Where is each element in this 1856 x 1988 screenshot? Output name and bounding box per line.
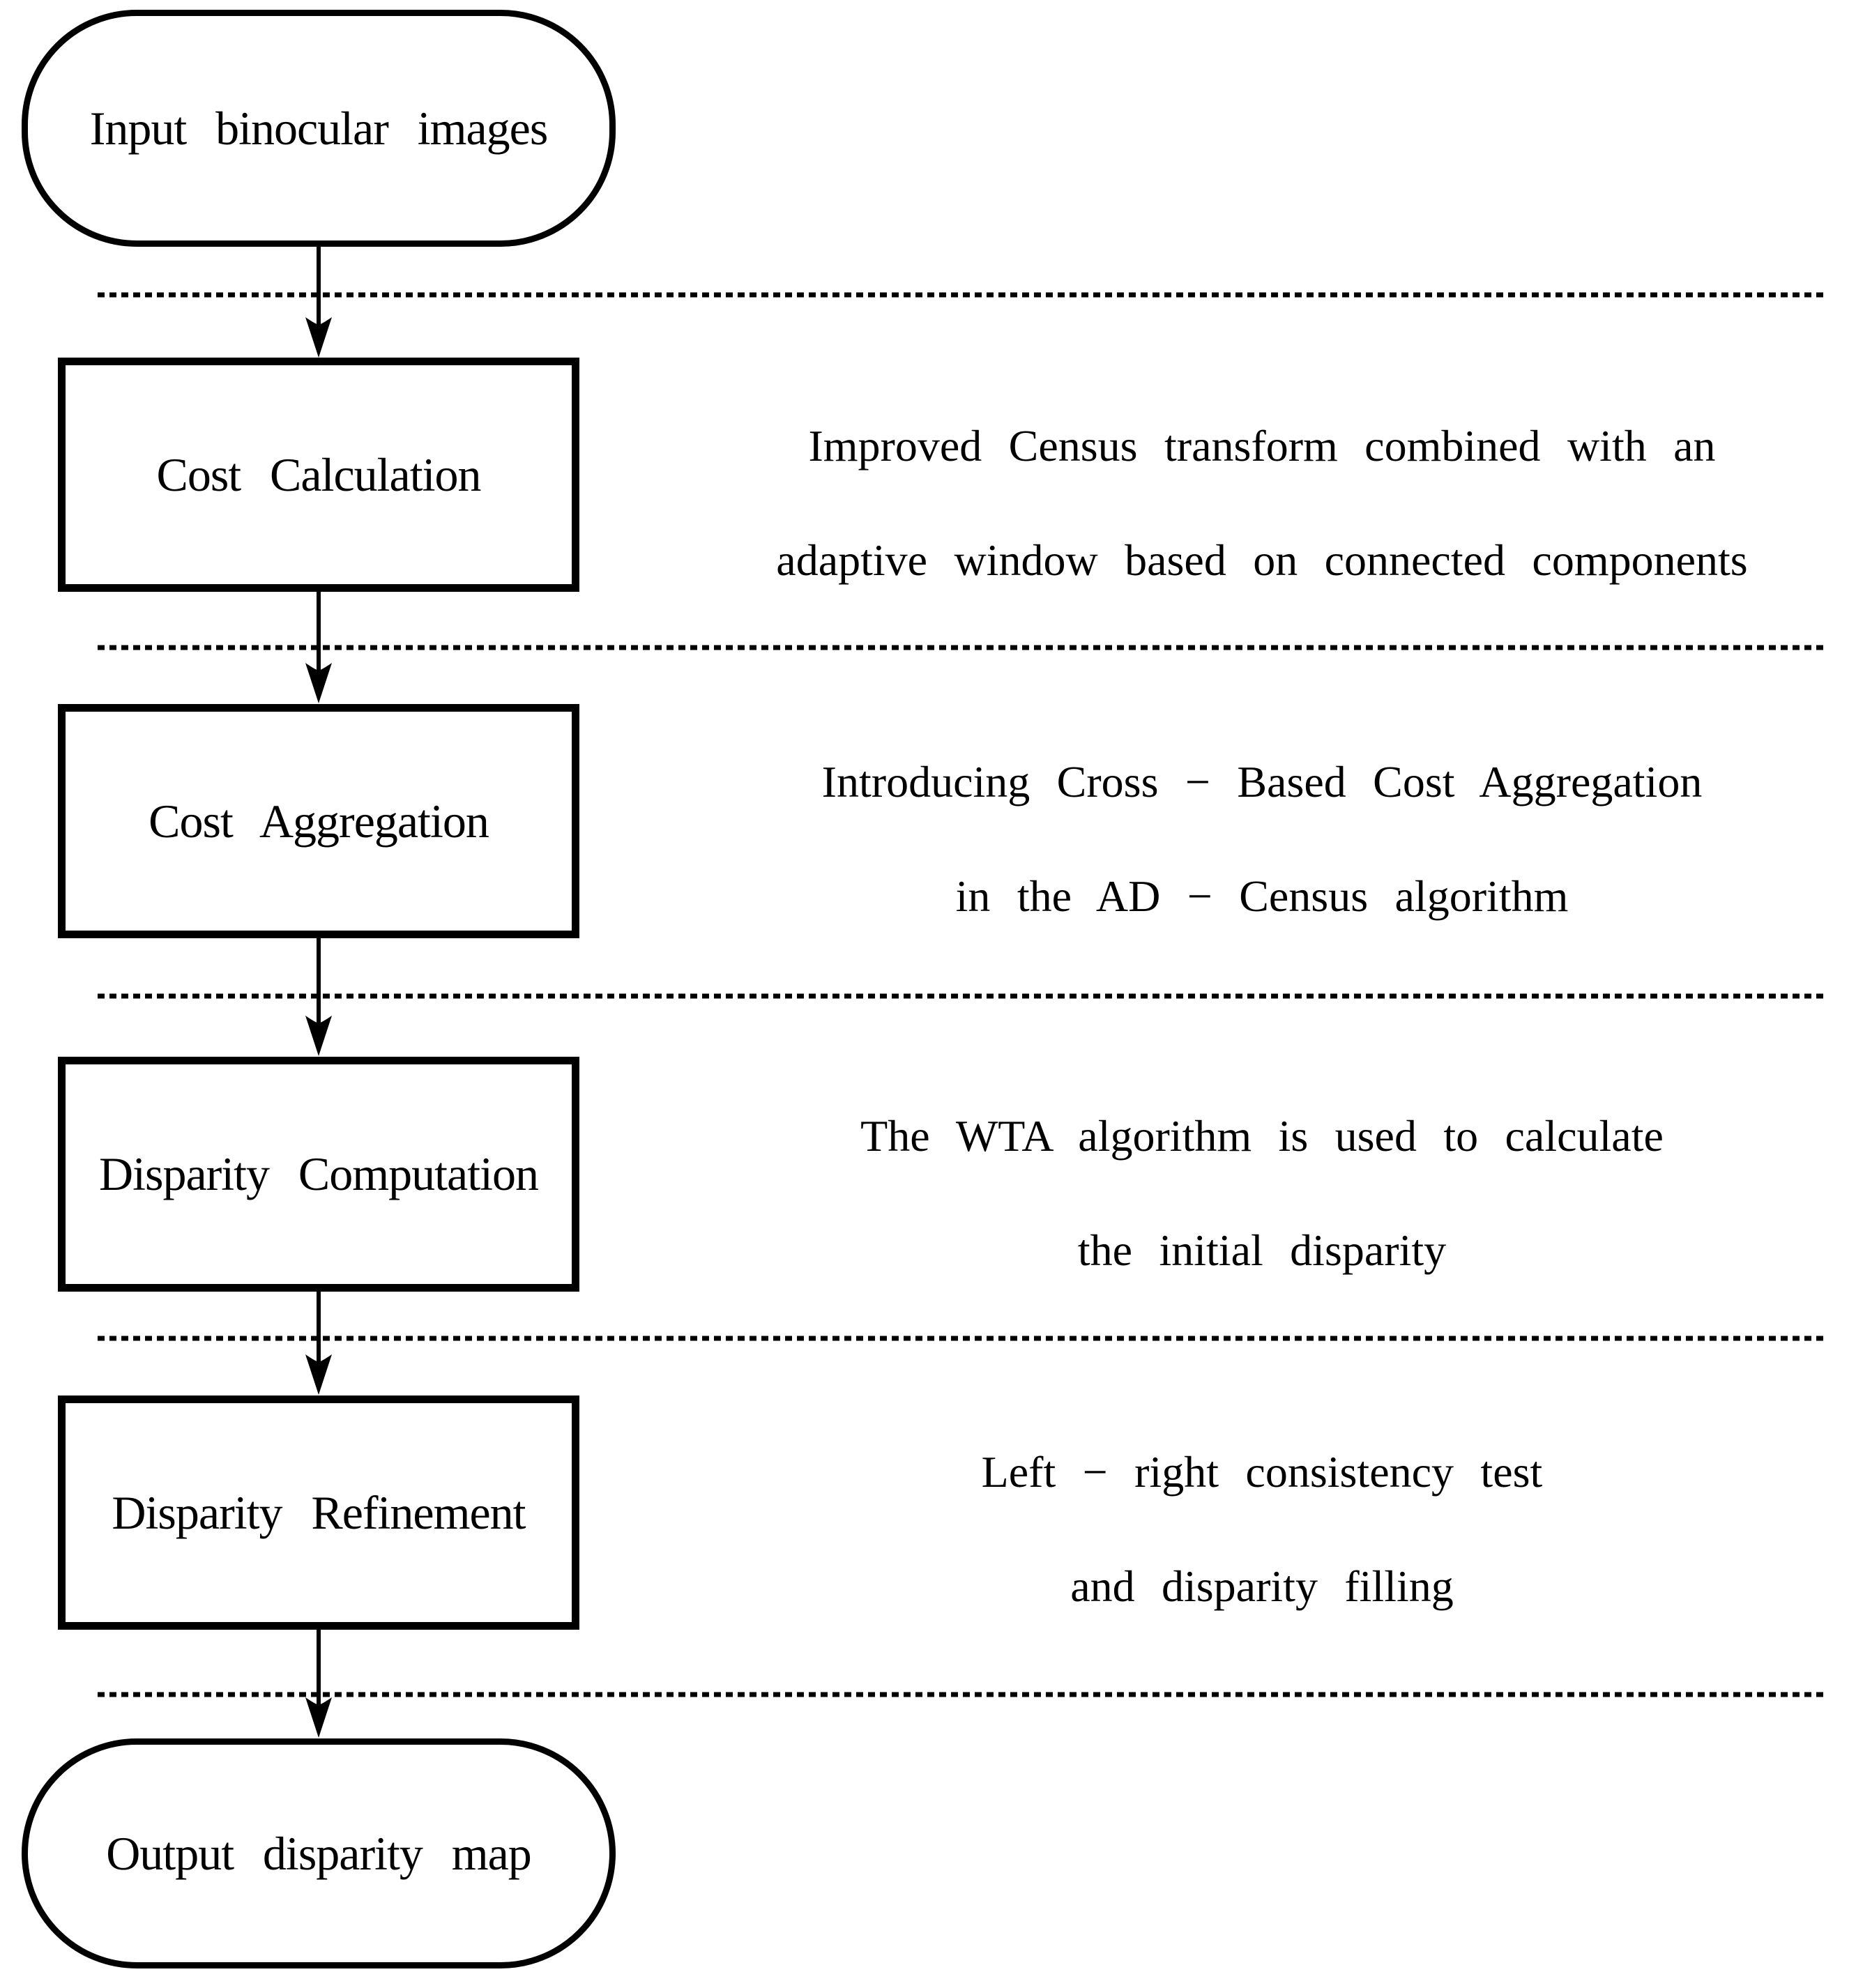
node-label: Input binocular images xyxy=(89,101,549,155)
node-input-binocular-images: Input binocular images xyxy=(22,10,616,247)
node-disparity-refinement: Disparity Refinement xyxy=(58,1396,579,1630)
arrow-cost-calculation-to-cost-aggregation xyxy=(305,590,332,703)
annotation-line: Introducing Cross − Based Cost Aggregati… xyxy=(821,757,1703,806)
node-output-disparity-map: Output disparity map xyxy=(22,1738,616,1968)
annotation-line: Left − right consistency test xyxy=(981,1447,1543,1497)
annotation-line: The WTA algorithm is used to calculate xyxy=(860,1111,1664,1161)
node-label: Cost Aggregation xyxy=(149,794,489,848)
annotation-disparity-refinement: Left − right consistency test and dispar… xyxy=(655,1415,1856,1644)
arrow-head-icon xyxy=(305,1016,332,1056)
node-label: Disparity Refinement xyxy=(112,1485,526,1539)
arrow-cost-aggregation-to-disparity-computation xyxy=(305,937,332,1056)
arrow-input-to-cost-calculation xyxy=(305,245,332,358)
node-label: Disparity Computation xyxy=(98,1147,539,1200)
arrow-head-icon xyxy=(305,317,332,358)
annotation-cost-aggregation: Introducing Cross − Based Cost Aggregati… xyxy=(655,725,1856,954)
annotation-line: the initial disparity xyxy=(1077,1225,1447,1275)
node-label: Output disparity map xyxy=(106,1826,532,1880)
arrow-head-icon xyxy=(305,663,332,703)
annotation-cost-calculation: Improved Census transform combined with … xyxy=(655,389,1856,618)
annotation-line: in the AD − Census algorithm xyxy=(955,871,1569,921)
annotation-disparity-computation: The WTA algorithm is used to calculate t… xyxy=(655,1079,1856,1308)
annotation-line: adaptive window based on connected compo… xyxy=(776,535,1748,585)
node-disparity-computation: Disparity Computation xyxy=(58,1057,579,1292)
annotation-line: Improved Census transform combined with … xyxy=(808,421,1716,471)
node-cost-calculation: Cost Calculation xyxy=(58,358,579,592)
node-cost-aggregation: Cost Aggregation xyxy=(58,704,579,938)
arrow-disparity-refinement-to-output xyxy=(305,1628,332,1738)
arrow-head-icon xyxy=(305,1697,332,1738)
arrow-disparity-computation-to-disparity-refinement xyxy=(305,1290,332,1395)
annotation-line: and disparity filling xyxy=(1070,1561,1454,1611)
node-label: Cost Calculation xyxy=(156,448,481,501)
arrow-head-icon xyxy=(305,1354,332,1395)
